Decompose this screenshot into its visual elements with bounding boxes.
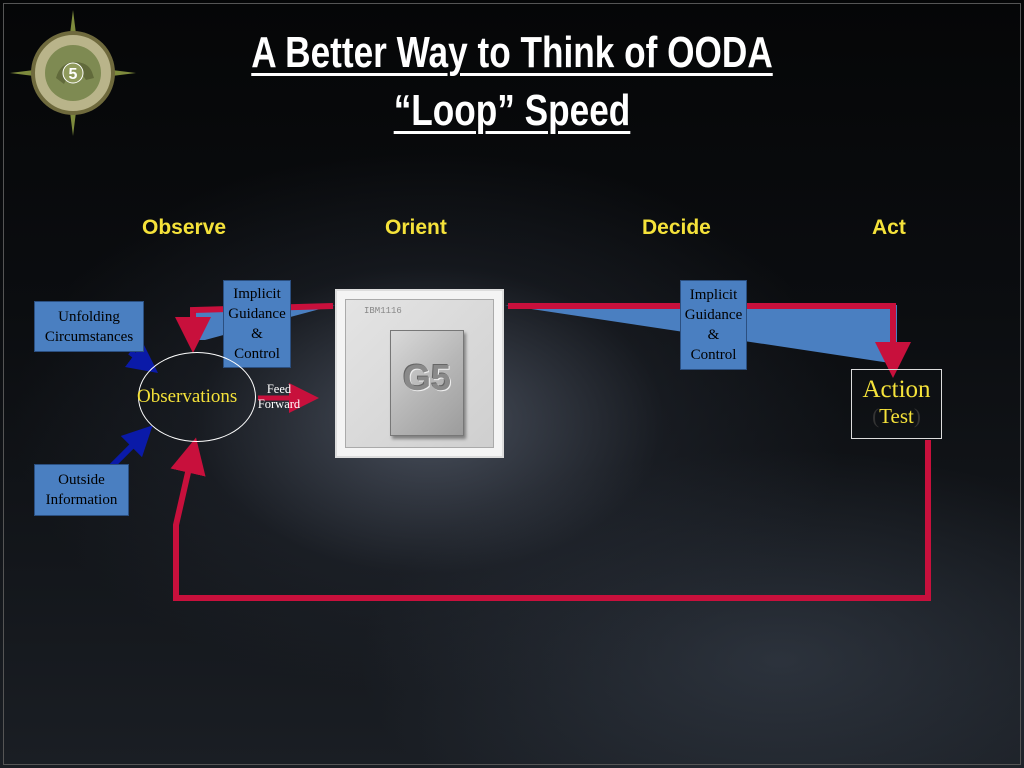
guidance-left-line2: Guidance [228, 306, 286, 322]
guidance-right-line3: & [707, 327, 720, 343]
guidance-left-line4: Control [234, 346, 280, 362]
guidance-right-line1: Implicit [689, 287, 738, 303]
guidance-right-line2: Guidance [684, 307, 743, 323]
observations-ellipse [138, 352, 256, 442]
phase-observe: Observe [142, 216, 227, 239]
unfolding-input-arrow [125, 343, 158, 373]
feed-forward-label: Feed Forward [252, 382, 306, 412]
phase-act: Act [872, 216, 906, 239]
phase-decide: Decide [642, 216, 711, 239]
chip-marking: IBM1116 [364, 306, 402, 316]
implicit-guidance-left-box: Implicit Guidance & Control [223, 280, 291, 368]
feedback-loop-arrow [170, 437, 931, 601]
unfolding-line1: Unfolding [58, 308, 120, 325]
test-label: Test [879, 404, 914, 428]
test-close-paren: ) [913, 404, 921, 428]
action-label: Action [862, 376, 931, 403]
feed-forward-line2: Forward [257, 397, 301, 411]
observations-label: Observations [137, 386, 238, 407]
slide-title-line2: “Loop” Speed [393, 86, 631, 135]
guidance-right-line4: Control [690, 347, 737, 363]
outside-information-box: Outside Information [34, 464, 129, 516]
slide-title-line1: A Better Way to Think of OODA [251, 28, 773, 77]
compass-badge-icon: 5 [10, 10, 136, 136]
test-open-paren: ( [872, 404, 880, 428]
chip-label: G5 [402, 357, 452, 398]
implicit-guidance-right-box: Implicit Guidance & Control [680, 280, 747, 370]
badge-number: 5 [69, 66, 78, 83]
unfolding-circumstances-box: Unfolding Circumstances [34, 301, 144, 352]
g5-processor-chip: IBM1116 G5 [335, 289, 504, 458]
loop-arrow-top-right [508, 303, 911, 378]
test-line: (Test) [852, 404, 941, 429]
phase-orient: Orient [385, 216, 447, 239]
chip-die: G5 [390, 330, 464, 436]
chip-package: IBM1116 G5 [345, 299, 494, 448]
outside-line1: Outside [58, 472, 105, 488]
feed-forward-line1: Feed [266, 382, 292, 396]
outside-input-arrow [109, 425, 153, 469]
guidance-left-line1: Implicit [233, 286, 281, 302]
action-test-box: Action (Test) [851, 369, 942, 439]
outside-line2: Information [45, 492, 118, 508]
guidance-left-line3: & [251, 326, 263, 342]
unfolding-line2: Circumstances [44, 328, 134, 345]
